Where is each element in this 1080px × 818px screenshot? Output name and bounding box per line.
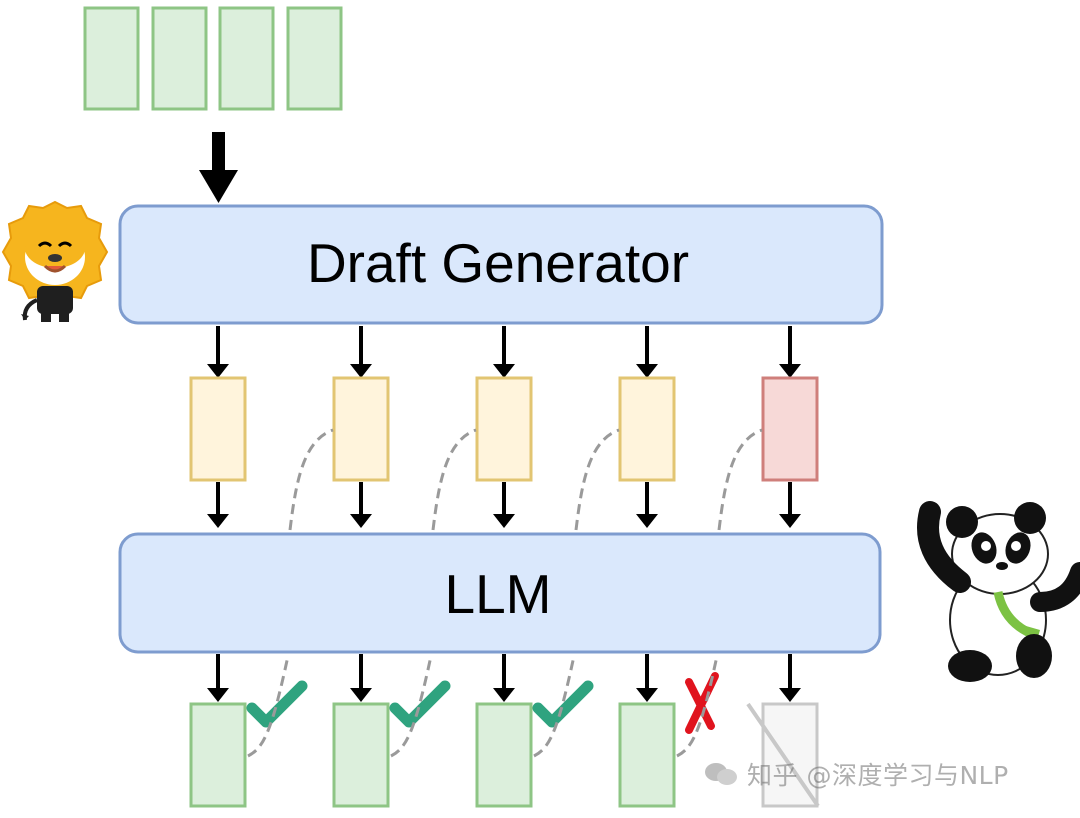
arrow-generator-to-draft-head bbox=[636, 364, 658, 378]
arrow-generator-to-draft-head bbox=[493, 364, 515, 378]
arrow-llm-to-output-head bbox=[779, 688, 801, 702]
output-token bbox=[618, 702, 676, 808]
arrow-draft-to-llm-head bbox=[636, 514, 658, 528]
input-token bbox=[151, 6, 208, 111]
dependency-dashed-link bbox=[247, 655, 290, 758]
arrow-draft-to-llm-head bbox=[493, 514, 515, 528]
arrow-generator-to-draft-head bbox=[350, 364, 372, 378]
dependency-dashed-link bbox=[390, 655, 433, 758]
input-token bbox=[218, 6, 275, 111]
check-icon bbox=[389, 680, 451, 728]
arrow-draft-to-llm-head bbox=[779, 514, 801, 528]
input-arrow bbox=[199, 132, 238, 203]
arrow-draft-to-llm-head bbox=[207, 514, 229, 528]
output-token bbox=[475, 702, 533, 808]
watermark: 知乎 @深度学习与NLP bbox=[705, 754, 1009, 794]
wechat-icon bbox=[705, 761, 739, 787]
lion-mascot-icon bbox=[1, 200, 109, 322]
arrow-llm-to-output-head bbox=[207, 688, 229, 702]
draft-generator-block: Draft Generator bbox=[118, 204, 884, 325]
arrow-llm-to-output-head bbox=[636, 688, 658, 702]
arrow-llm-to-output-head bbox=[493, 688, 515, 702]
draft-generator-label: Draft Generator bbox=[307, 232, 689, 294]
arrow-llm-to-output-head bbox=[350, 688, 372, 702]
strike-line bbox=[746, 702, 820, 808]
dependency-dashed-link bbox=[431, 428, 477, 531]
draft-token bbox=[189, 376, 247, 482]
check-icon bbox=[532, 680, 594, 728]
llm-block: LLM bbox=[118, 532, 882, 654]
watermark-text: 知乎 @深度学习与NLP bbox=[747, 761, 1009, 790]
panda-mascot-icon bbox=[917, 501, 1080, 682]
token-columns bbox=[189, 326, 820, 808]
draft-token bbox=[475, 376, 533, 482]
llm-label: LLM bbox=[445, 563, 552, 625]
input-token bbox=[83, 6, 140, 111]
draft-token bbox=[332, 376, 390, 482]
draft-token bbox=[761, 376, 819, 482]
arrow-generator-to-draft-head bbox=[779, 364, 801, 378]
draft-token bbox=[618, 376, 676, 482]
arrow-generator-to-draft-head bbox=[207, 364, 229, 378]
input-tokens bbox=[83, 6, 343, 111]
dependency-dashed-link bbox=[533, 655, 576, 758]
dependency-dashed-link bbox=[574, 428, 620, 531]
input-token bbox=[286, 6, 343, 111]
check-icon bbox=[246, 680, 308, 728]
dependency-dashed-link bbox=[288, 428, 334, 531]
dependency-dashed-link bbox=[717, 428, 763, 531]
dependency-dashed-link bbox=[676, 655, 719, 758]
arrow-draft-to-llm-head bbox=[350, 514, 372, 528]
output-token bbox=[332, 702, 390, 808]
output-token bbox=[189, 702, 247, 808]
